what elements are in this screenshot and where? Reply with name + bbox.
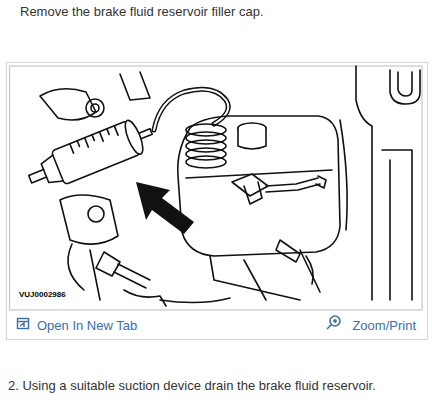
bolt-shank (114, 264, 150, 288)
hook-bracket (398, 72, 412, 96)
sensor-wires (266, 178, 320, 192)
pipe (68, 244, 100, 300)
sensor-plug (244, 182, 262, 204)
bracket (120, 72, 150, 100)
sensor-connector (232, 174, 268, 196)
fitting (86, 99, 104, 117)
zoom-icon (327, 316, 340, 329)
fluid-reservoir (178, 116, 340, 256)
figure-box: VUJ0002986Open In New Tab Zoom/Print (6, 62, 428, 340)
figure-code: VUJ0002986 (18, 290, 67, 299)
wire-clip (316, 176, 326, 188)
reservoir-seam (186, 170, 332, 178)
master-cylinder-drawing (10, 66, 422, 310)
bulkhead (356, 66, 372, 300)
reservoir-clip (276, 240, 300, 262)
filler-neck (238, 128, 266, 149)
body-panel (382, 150, 412, 300)
hook-bracket (390, 70, 420, 104)
suction-tube (154, 89, 228, 130)
suction-tube-inner (154, 89, 228, 130)
brake-line (306, 256, 313, 284)
new-tab-icon (18, 319, 29, 329)
link-text: Zoom/Print (351, 318, 417, 333)
tube-coil (186, 124, 226, 168)
valve-body (60, 195, 118, 244)
fitting-bore (91, 104, 99, 112)
instruction-text: 2. Using a suitable suction device drain… (8, 378, 376, 393)
valve-port (88, 206, 104, 222)
pipe (124, 290, 166, 306)
link-text: Open In New Tab (36, 318, 138, 333)
booster-edge (340, 120, 347, 230)
figure-frame (10, 66, 422, 310)
pipe (160, 298, 230, 303)
master-cylinder (210, 250, 320, 300)
pointer-arrow (136, 182, 194, 234)
instruction-text: Remove the brake fluid reservoir filler … (20, 4, 264, 19)
